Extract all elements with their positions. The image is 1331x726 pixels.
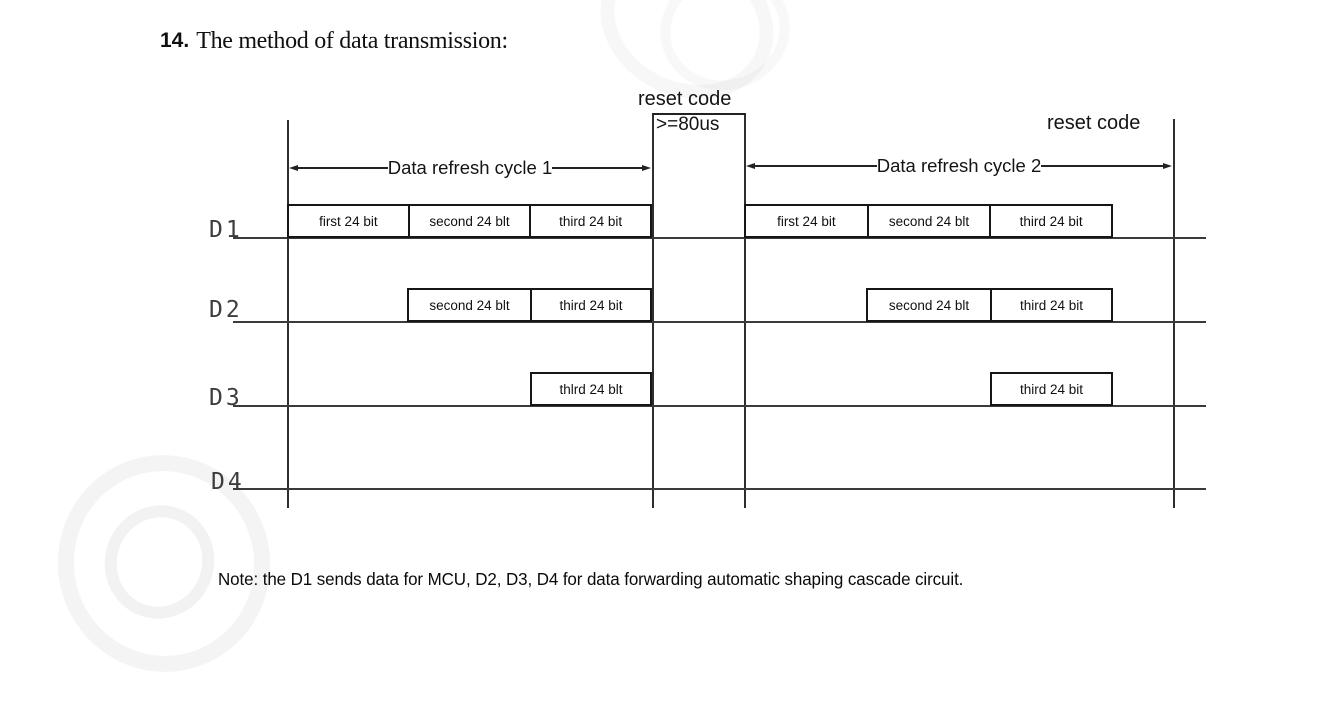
bit-segment: third 24 bit: [529, 290, 650, 320]
d1-cycle1-bits: first 24 bit second 24 blt third 24 bit: [287, 204, 652, 238]
cycle1-line-right: [552, 167, 643, 169]
bit-segment: thlrd 24 blt: [559, 381, 623, 397]
cycle2-span: Data refresh cycle 2: [746, 155, 1173, 176]
cycle2-end-line: [1173, 119, 1175, 508]
d3-cycle2-bits: third 24 bit: [990, 372, 1113, 406]
reset-code-right-label: reset code: [1047, 112, 1141, 134]
baseline-d3: [233, 405, 1206, 407]
watermark-ring-inner: [88, 489, 231, 635]
bit-segment: second 24 blt: [888, 297, 970, 313]
channel-label-d4: D4: [211, 469, 245, 495]
d2-cycle2-bits: second 24 blt third 24 bit: [866, 288, 1113, 322]
reset-top-cap-line: [652, 113, 746, 115]
bit-segment: first 24 bit: [777, 213, 836, 229]
arrow-left-icon: [289, 165, 298, 171]
note-text: Note: the D1 sends data for MCU, D2, D3,…: [218, 569, 964, 589]
d2-cycle1-bits: second 24 blt third 24 bit: [407, 288, 652, 322]
bit-segment: first 24 bit: [319, 213, 378, 229]
cycle2-label: Data refresh cycle 2: [876, 155, 1042, 176]
cycle2-line-left: [755, 165, 877, 167]
bit-segment: third 24 bit: [1019, 381, 1084, 397]
bit-segment: second 24 blt: [429, 297, 510, 313]
bit-segment: third 24 bit: [989, 290, 1111, 320]
reset-right-line: [744, 113, 746, 508]
section-title: 14. The method of data transmission:: [160, 28, 508, 55]
section-title-text: The method of data transmission:: [196, 28, 508, 54]
bit-segment: second 24 blt: [866, 206, 990, 236]
watermark-ring-outer: [37, 435, 291, 692]
reset-code-top-label: reset code: [638, 88, 732, 110]
bit-segment: third 24 bit: [989, 206, 1111, 236]
channel-label-d1: D1: [209, 217, 243, 243]
channel-label-d3: D3: [209, 385, 243, 411]
cycle1-label: Data refresh cycle 1: [387, 157, 553, 178]
reset-left-line: [652, 113, 654, 508]
arrow-right-icon: [1163, 163, 1173, 169]
section-number: 14.: [160, 29, 190, 52]
d1-cycle2-bits: first 24 bit second 24 blt third 24 bit: [744, 204, 1113, 238]
bit-segment: third 24 bit: [529, 206, 650, 236]
bit-segment: second 24 blt: [407, 206, 530, 236]
cycle1-start-line: [287, 120, 289, 508]
cycle1-line-left: [298, 167, 388, 169]
baseline-d4: [233, 488, 1206, 490]
reset-duration-label: >=80us: [656, 114, 720, 135]
channel-label-d2: D2: [209, 297, 243, 323]
d3-cycle1-bits: thlrd 24 blt: [530, 372, 652, 406]
arrow-right-icon: [642, 165, 652, 171]
cycle2-line-right: [1041, 165, 1164, 167]
baseline-d1: [233, 237, 1206, 239]
baseline-d2: [233, 321, 1206, 323]
cycle1-span: Data refresh cycle 1: [289, 157, 652, 178]
arrow-left-icon: [746, 163, 755, 169]
